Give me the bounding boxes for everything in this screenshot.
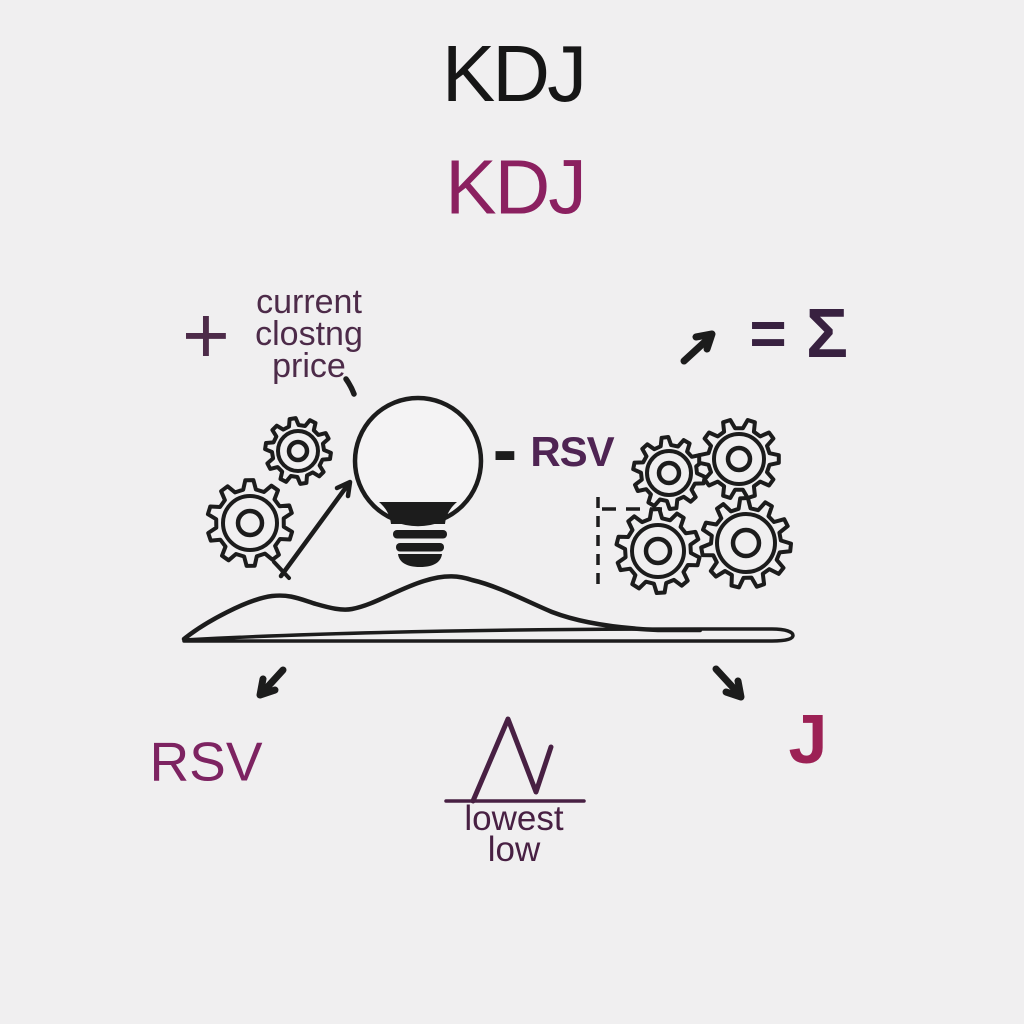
lowest-low-peak-icon <box>444 716 586 804</box>
note-line-2: clostng <box>255 315 363 353</box>
arrow-up-right-icon <box>680 330 716 365</box>
gear-icon <box>205 478 295 568</box>
bulb-cap <box>398 554 442 567</box>
bulb-thread-1 <box>393 530 447 539</box>
gears <box>205 416 793 595</box>
closing-price-note: current clostng price <box>255 283 363 385</box>
gear-icon <box>614 507 702 595</box>
lowest-low-label: lowest low <box>464 799 564 869</box>
gear-icon <box>699 496 793 590</box>
lightbulb-icon <box>352 395 484 567</box>
note-line-3: price <box>272 347 346 385</box>
lowest-low-line-2: low <box>487 830 541 869</box>
tick-mark-icon <box>343 376 357 397</box>
j-label: J <box>788 700 828 778</box>
note-line-1: current <box>256 283 362 321</box>
page-title-accent: KDJ <box>445 144 586 231</box>
gear-icon <box>263 416 333 486</box>
sigma-symbol: Σ <box>805 294 849 372</box>
bulb-neck <box>379 502 457 524</box>
arrow-down-right-icon <box>712 665 745 701</box>
minus-sign: - <box>492 408 518 491</box>
plus-sign: + <box>182 290 230 381</box>
arrow-down-left-icon <box>256 666 287 699</box>
gear-icon <box>697 418 781 500</box>
rsv-label: RSV <box>530 428 614 475</box>
lowest-low-line-1: lowest <box>464 799 564 838</box>
rsv-result-label: RSV <box>149 730 263 793</box>
arrow-up-right-icon <box>272 479 353 580</box>
bulb-thread-2 <box>396 543 444 552</box>
baseline <box>182 627 795 643</box>
mountain-line <box>181 574 703 642</box>
gear-icon <box>631 435 707 511</box>
mountain-curve <box>181 574 795 643</box>
equals-sign: = <box>749 297 787 369</box>
page-title: KDJ <box>441 29 587 118</box>
